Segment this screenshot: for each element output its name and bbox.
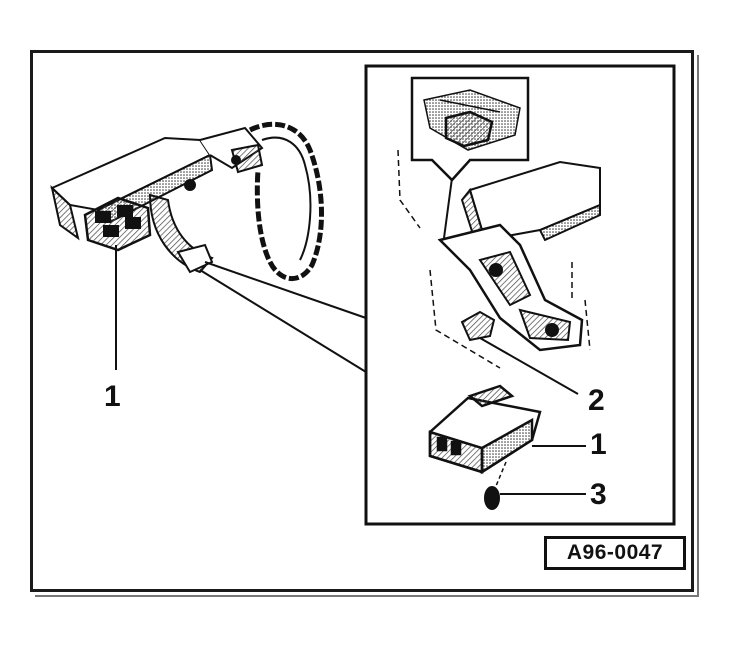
part-1-control-module bbox=[428, 384, 586, 475]
callout-detail-part-1: 1 bbox=[590, 428, 607, 461]
part-3-screw bbox=[484, 461, 586, 510]
detail-bracket-assembly bbox=[397, 149, 601, 369]
part-2-clip bbox=[460, 310, 579, 395]
figure-frame bbox=[30, 50, 694, 592]
figure-frame-shadow bbox=[35, 55, 699, 597]
figure-reference-box: A96-0047 bbox=[544, 536, 686, 570]
callout-detail-part-3: 3 bbox=[590, 478, 607, 511]
callout-overview-part-1: 1 bbox=[104, 380, 121, 413]
figure-reference-code: A96-0047 bbox=[566, 541, 664, 564]
zoom-connector-lines bbox=[199, 261, 367, 373]
callout-detail-part-2: 2 bbox=[588, 384, 605, 417]
overview-drawing bbox=[50, 121, 324, 282]
inset-leader-line bbox=[443, 177, 453, 239]
inset-magnifier bbox=[410, 76, 530, 182]
